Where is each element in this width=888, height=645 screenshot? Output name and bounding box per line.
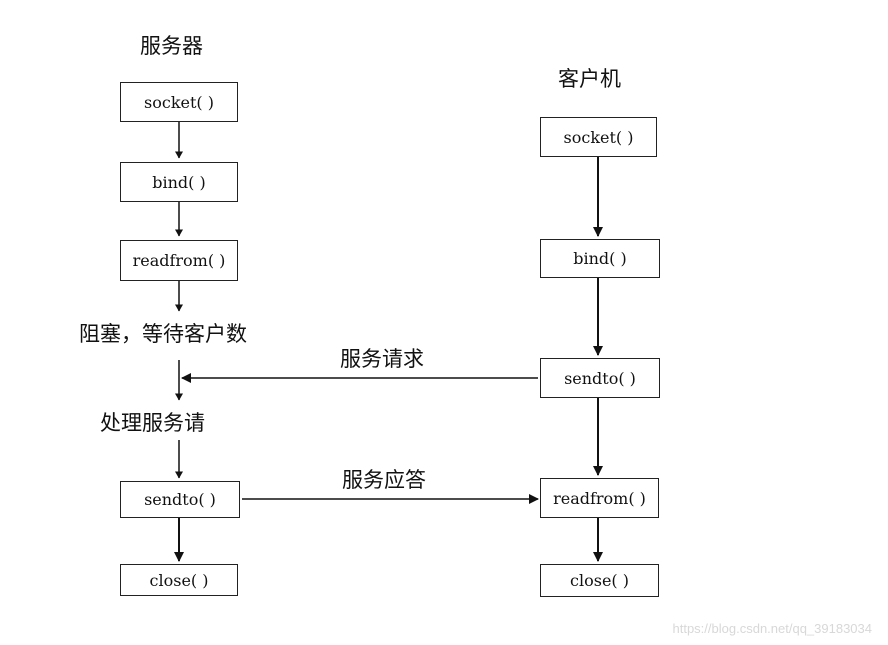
response-label: 服务应答: [342, 468, 426, 492]
server-block-label: 阻塞，等待客户数: [79, 322, 247, 346]
server-sendto-box: sendto( ): [120, 481, 240, 518]
client-readfrom-box: readfrom( ): [540, 478, 659, 518]
client-bind-box: bind( ): [540, 239, 660, 278]
client-sendto-box: sendto( ): [540, 358, 660, 398]
client-close-box: close( ): [540, 564, 659, 597]
server-title: 服务器: [140, 34, 203, 58]
server-bind-box: bind( ): [120, 162, 238, 202]
server-readfrom-box: readfrom( ): [120, 240, 238, 281]
client-title: 客户机: [558, 67, 621, 91]
request-label: 服务请求: [340, 347, 424, 371]
server-close-box: close( ): [120, 564, 238, 596]
client-socket-box: socket( ): [540, 117, 657, 157]
watermark: https://blog.csdn.net/qq_39183034: [672, 621, 873, 636]
server-process-label: 处理服务请: [100, 411, 205, 435]
server-socket-box: socket( ): [120, 82, 238, 122]
